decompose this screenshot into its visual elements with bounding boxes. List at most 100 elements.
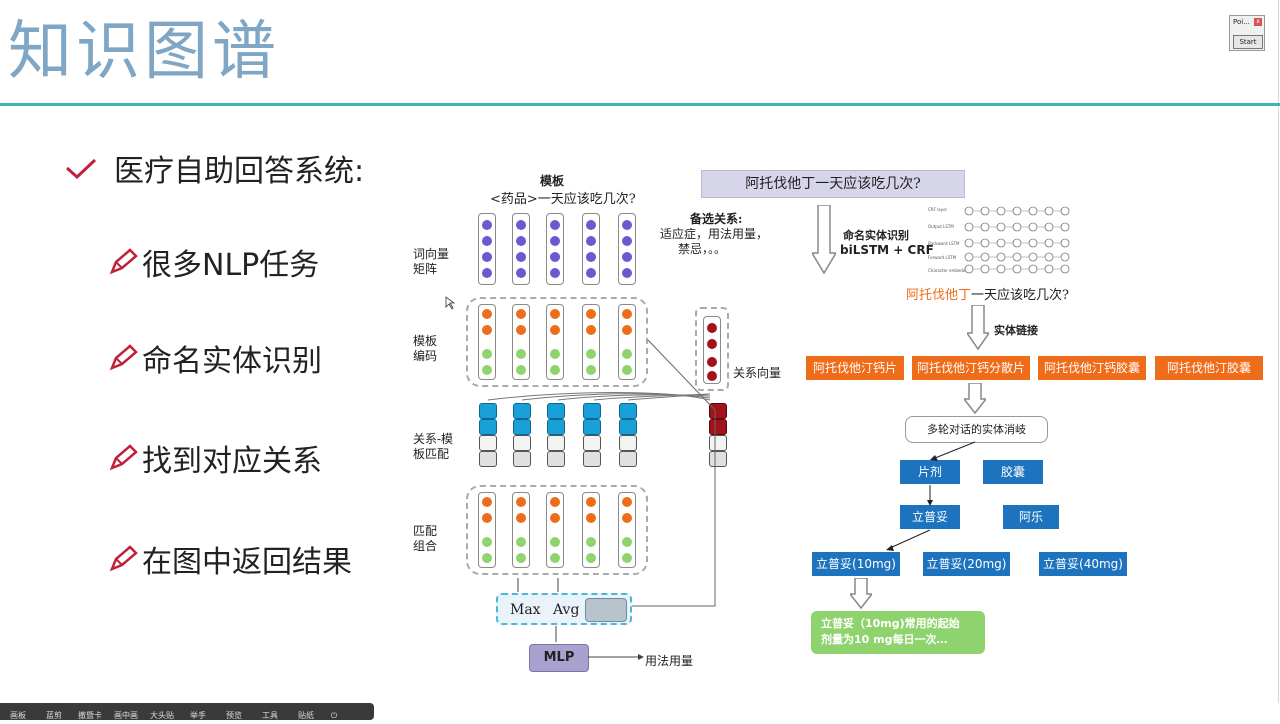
label-relation-match-2: 板匹配	[413, 447, 450, 461]
word-vector-column	[618, 213, 636, 285]
label-template-encoding-2: 编码	[413, 349, 438, 363]
down-arrow-icon	[812, 205, 836, 275]
match-cell	[479, 435, 497, 451]
annotation-toolbar: 画板 蓝剪 撤暨卡 画中画 大头贴 举手 预览 工具 贴纸 ⏻	[0, 703, 374, 720]
dose-40mg: 立普妥(40mg)	[1039, 552, 1127, 576]
toolbar-item-board[interactable]: 画板	[10, 711, 26, 720]
pool-max: Max	[510, 602, 541, 618]
tagged-rest: 一天应该吃几次?	[971, 288, 1069, 303]
match-cell	[619, 435, 637, 451]
match-cell	[619, 419, 637, 435]
encoding-column	[582, 304, 600, 380]
answer-box: 立普妥（10mg)常用的起始 剂量为10 mg每日一次…	[811, 611, 985, 654]
start-button[interactable]: Start	[1233, 35, 1263, 49]
match-cell	[479, 451, 497, 467]
sub-bullet-1: 很多NLP任务	[108, 246, 319, 287]
main-bullet-text: 医疗自助回答系统:	[114, 154, 365, 189]
connector-lines	[487, 339, 716, 607]
sub-bullet-4: 在图中返回结果	[108, 543, 352, 584]
ner-model: biLSTM + CRF	[840, 243, 934, 257]
template-text: <药品>一天应该吃几次?	[490, 192, 636, 207]
candidate-entity-1: 阿托伐他汀钙片	[806, 356, 904, 380]
toolbar-item-preview[interactable]: 预览	[226, 711, 242, 720]
label-template-encoding: 模板	[413, 334, 438, 348]
sub-bullet-2: 命名实体识别	[108, 342, 322, 383]
link-label: 实体链接	[994, 324, 1038, 337]
label-combine: 匹配	[413, 524, 438, 538]
toolbar-item-sticker-head[interactable]: 大头贴	[150, 711, 174, 720]
sub-bullet-text: 找到对应关系	[142, 444, 322, 479]
match-cell	[709, 403, 727, 419]
brand-ale: 阿乐	[1003, 505, 1059, 529]
match-cell	[479, 403, 497, 419]
label-combine-2: 组合	[413, 539, 438, 553]
bilstm-crf-figure: CRF layer Output LSTM Backward LSTM Forw…	[928, 205, 1093, 274]
toolbar-item-pen[interactable]: 蓝剪	[46, 711, 62, 720]
match-cell	[513, 403, 531, 419]
sub-bullet-3: 找到对应关系	[108, 442, 322, 483]
match-cell	[547, 403, 565, 419]
word-vector-column	[546, 213, 564, 285]
match-cell	[513, 451, 531, 467]
word-vector-column	[478, 213, 496, 285]
checkmark-icon	[64, 153, 114, 193]
combine-column	[546, 492, 564, 568]
main-bullet: 医疗自助回答系统:	[64, 152, 364, 193]
relation-vector-box	[695, 307, 729, 391]
match-cell	[547, 419, 565, 435]
pool-avg: Avg	[553, 602, 580, 618]
tagged-entity: 阿托伐他丁	[906, 288, 972, 303]
toolbar-item-raise-hand[interactable]: 举手	[190, 711, 206, 720]
title-divider	[0, 103, 1280, 106]
candidate-line-2: 禁忌，。。	[678, 242, 727, 256]
encoding-column	[618, 304, 636, 380]
toolbar-item-tools[interactable]: 工具	[262, 711, 278, 720]
sub-bullet-text: 在图中返回结果	[142, 545, 352, 580]
template-title: 模板	[540, 174, 565, 188]
form-tablet: 片剂	[900, 460, 960, 484]
toolbar-item-sticker[interactable]: 贴纸	[298, 711, 314, 720]
match-cell	[479, 419, 497, 435]
template-encoding-box	[466, 297, 648, 387]
answer-line-2: 剂量为10 mg每日一次…	[821, 633, 948, 646]
answer-line-1: 立普妥（10mg)常用的起始	[821, 617, 960, 630]
flow-arrows	[886, 441, 976, 551]
match-cell	[513, 435, 531, 451]
match-cell	[547, 435, 565, 451]
power-icon[interactable]: ⏻	[330, 711, 338, 720]
match-cell	[513, 419, 531, 435]
word-vector-column	[582, 213, 600, 285]
match-cell	[619, 451, 637, 467]
dose-10mg: 立普妥(10mg)	[812, 552, 900, 576]
candidate-line-1: 适应症，用法用量，	[660, 227, 769, 241]
encoding-column	[546, 304, 564, 380]
candidate-entity-3: 阿托伐他汀钙胶囊	[1038, 356, 1146, 380]
toolbar-item-card[interactable]: 撤暨卡	[78, 711, 102, 720]
close-icon[interactable]: x	[1254, 18, 1262, 26]
combine-column	[478, 492, 496, 568]
pencil-icon	[108, 343, 142, 383]
ner-label: 命名实体识别	[843, 229, 909, 242]
brand-lipitor: 立普妥	[900, 505, 960, 529]
relation-pool-cell	[585, 598, 627, 622]
pointer-window[interactable]: Poi... x Start	[1229, 15, 1265, 51]
encoding-column	[478, 304, 496, 380]
candidate-entity-4: 阿托伐他汀胶囊	[1155, 356, 1263, 380]
match-cell	[583, 419, 601, 435]
match-cell	[583, 451, 601, 467]
mouse-cursor-icon	[445, 296, 455, 310]
match-cell	[709, 451, 727, 467]
match-cell	[547, 451, 565, 467]
form-capsule: 胶囊	[983, 460, 1043, 484]
pencil-icon	[108, 443, 142, 483]
label-word-vector-2: 矩阵	[413, 262, 438, 276]
mlp-arrows	[555, 626, 644, 660]
pencil-icon	[108, 247, 142, 287]
tagged-question: 阿托伐他丁一天应该吃几次?	[906, 284, 1069, 303]
word-vector-column	[512, 213, 530, 285]
combine-column	[512, 492, 530, 568]
toolbar-item-pip[interactable]: 画中画	[114, 711, 138, 720]
combine-column	[582, 492, 600, 568]
match-cell	[709, 435, 727, 451]
question-box: 阿托伐他丁一天应该吃几次?	[701, 170, 965, 198]
